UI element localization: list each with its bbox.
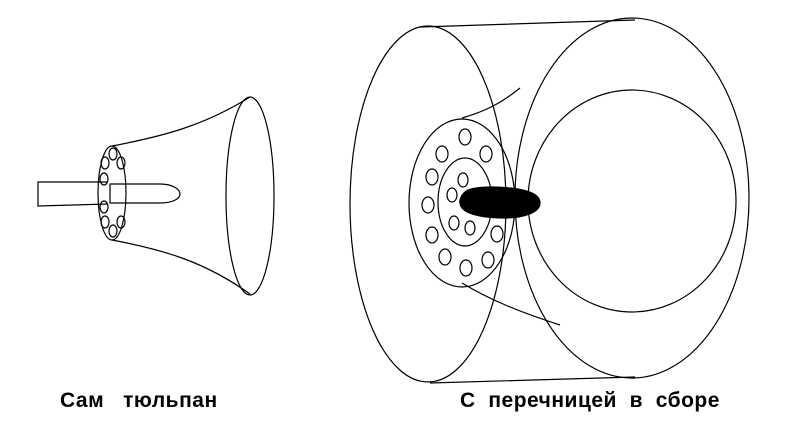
assembly-inner-holes: [446, 172, 476, 236]
assembly-inner-opening: [527, 89, 737, 313]
assembly-tulip-cone: [461, 87, 561, 326]
tulip-mouth-rim: [225, 96, 275, 296]
assembly: [349, 17, 750, 384]
assembly-outer-holes: [421, 128, 504, 277]
assembly-nozzle: [459, 186, 541, 219]
caption-tulip: Сам тюльпан: [60, 389, 218, 412]
tulip-body: [111, 96, 251, 295]
tulip-rod: [37, 181, 109, 207]
caption-assembly: С перечницей в сборе: [460, 389, 720, 412]
tulip-nozzle: [109, 183, 181, 204]
assembly-outer-sides: [419, 19, 636, 384]
assembly-outer-front: [514, 17, 750, 379]
tulip-standalone: [37, 96, 275, 296]
tulip-holes: [99, 147, 126, 238]
tulip-front-plate: [97, 145, 127, 241]
